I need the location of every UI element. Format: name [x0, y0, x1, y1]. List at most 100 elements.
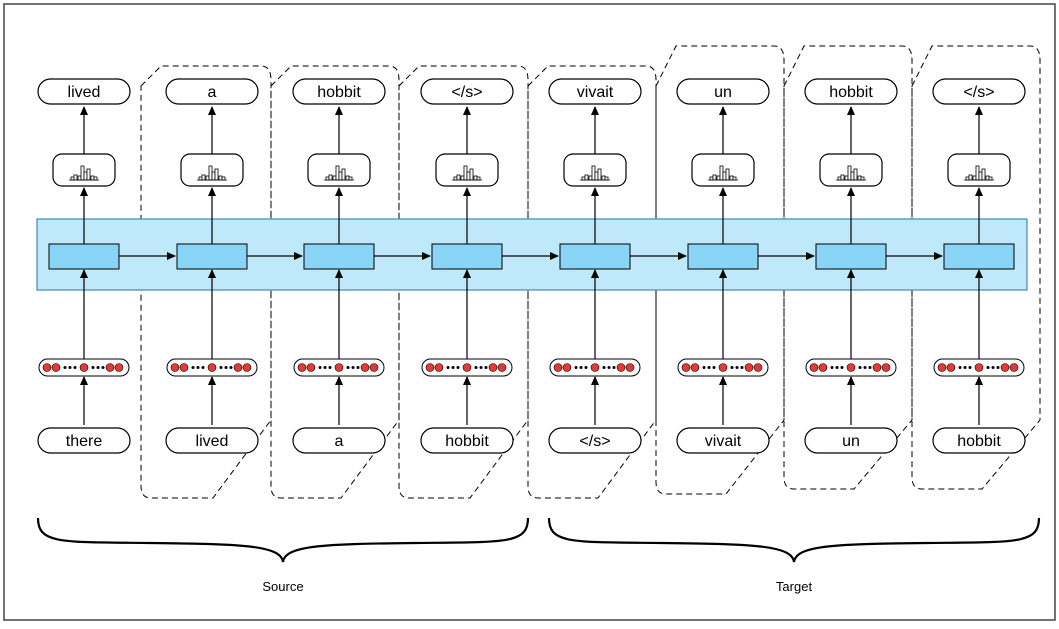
histogram-bar [840, 174, 845, 181]
embedding-dot [207, 363, 217, 372]
ellipsis-dot [991, 366, 995, 369]
ellipsis-dot [484, 366, 488, 369]
histogram-bar [604, 176, 609, 181]
rnn-cell [176, 243, 248, 270]
histogram-bar [348, 176, 353, 181]
input-word-pill [420, 427, 514, 454]
embedding-dot [818, 363, 828, 372]
ellipsis-dot [958, 366, 962, 369]
ellipsis-dot [858, 366, 862, 369]
histogram-bar [453, 176, 458, 181]
dashed-group-outline [783, 45, 913, 490]
embedding-dot [51, 363, 61, 372]
ellipsis-dot [68, 366, 72, 369]
input-word: there [66, 433, 103, 450]
histogram-bar [214, 168, 219, 181]
histogram-bar [463, 165, 468, 181]
histogram-bar [208, 165, 213, 181]
embedding-dot [306, 363, 316, 372]
histogram-bar [341, 168, 346, 181]
ellipsis-dot [735, 366, 739, 369]
histogram-bar [594, 171, 599, 181]
ellipsis-dot [607, 366, 611, 369]
ellipsis-dot [101, 366, 105, 369]
ellipsis-dot [196, 366, 200, 369]
ellipsis-dot [863, 366, 867, 369]
histogram-bar [221, 176, 226, 181]
histogram-bar [581, 176, 586, 181]
histogram-bar [975, 165, 980, 181]
histogram-icon [452, 165, 482, 181]
output-word-pill [37, 78, 131, 105]
input-word-pill [37, 427, 131, 454]
ellipsis-dot [740, 366, 744, 369]
target-label: Target [776, 579, 813, 594]
histogram-bar [345, 175, 350, 181]
embedding-dot [872, 363, 882, 372]
output-word-pill [676, 78, 770, 105]
histogram-bar [709, 176, 714, 181]
histogram-bar [584, 174, 589, 181]
histogram-bar [978, 171, 983, 181]
histogram-bar [328, 174, 333, 181]
histogram-bar [712, 174, 717, 181]
embedding-dot [114, 363, 124, 372]
ellipsis-dot [323, 366, 327, 369]
output-word-pill [548, 78, 642, 105]
output-word: un [714, 84, 732, 101]
histogram-bar [77, 175, 82, 181]
time-step: vivait</s> [548, 78, 642, 454]
embedding-dot [553, 363, 563, 372]
embedding-dot [753, 363, 763, 372]
histogram-bar [732, 176, 737, 181]
embedding-dot [488, 363, 498, 372]
embedding-dot [242, 363, 252, 372]
source-brace [36, 517, 530, 563]
output-word: vivait [577, 84, 614, 101]
embedding-dot [946, 363, 956, 372]
ellipsis-dot [91, 366, 95, 369]
embedding-dot [690, 363, 700, 372]
ellipsis-dot [346, 366, 350, 369]
ellipsis-dot [612, 366, 616, 369]
histogram-bar [332, 175, 337, 181]
ellipsis-dot [201, 366, 205, 369]
ellipsis-dot [191, 366, 195, 369]
histogram-bar [456, 174, 461, 181]
embedding-dot [590, 363, 600, 372]
dashed-group-outline [140, 65, 272, 499]
output-word-pill [804, 78, 898, 105]
embedding-dots-icon [293, 358, 385, 377]
ellipsis-dot [986, 366, 990, 369]
embedding-dot [497, 363, 507, 372]
histogram-bar [853, 168, 858, 181]
rnn-cell [559, 243, 631, 270]
ellipsis-dot [456, 366, 460, 369]
embedding-dots-icon [677, 358, 769, 377]
histogram-bar [205, 175, 210, 181]
target-brace [547, 517, 1041, 563]
ellipsis-dot [996, 366, 1000, 369]
ellipsis-dot [835, 366, 839, 369]
ellipsis-dot [446, 366, 450, 369]
time-step: </s>hobbit [932, 78, 1026, 454]
ellipsis-dot [584, 366, 588, 369]
histogram-bar [972, 175, 977, 181]
output-word: lived [68, 84, 101, 101]
input-word: a [335, 433, 344, 450]
ellipsis-dot [830, 366, 834, 369]
histogram-icon [964, 165, 994, 181]
time-step: lived there [37, 78, 131, 454]
ellipsis-dot [73, 366, 77, 369]
embedding-dots-icon [421, 358, 513, 377]
histogram-bar [597, 168, 602, 181]
embedding-dot [297, 363, 307, 372]
ellipsis-dot [963, 366, 967, 369]
histogram-bar [476, 176, 481, 181]
embedding-dot [881, 363, 891, 372]
embedding-dot [846, 363, 856, 372]
embedding-dot [42, 363, 52, 372]
